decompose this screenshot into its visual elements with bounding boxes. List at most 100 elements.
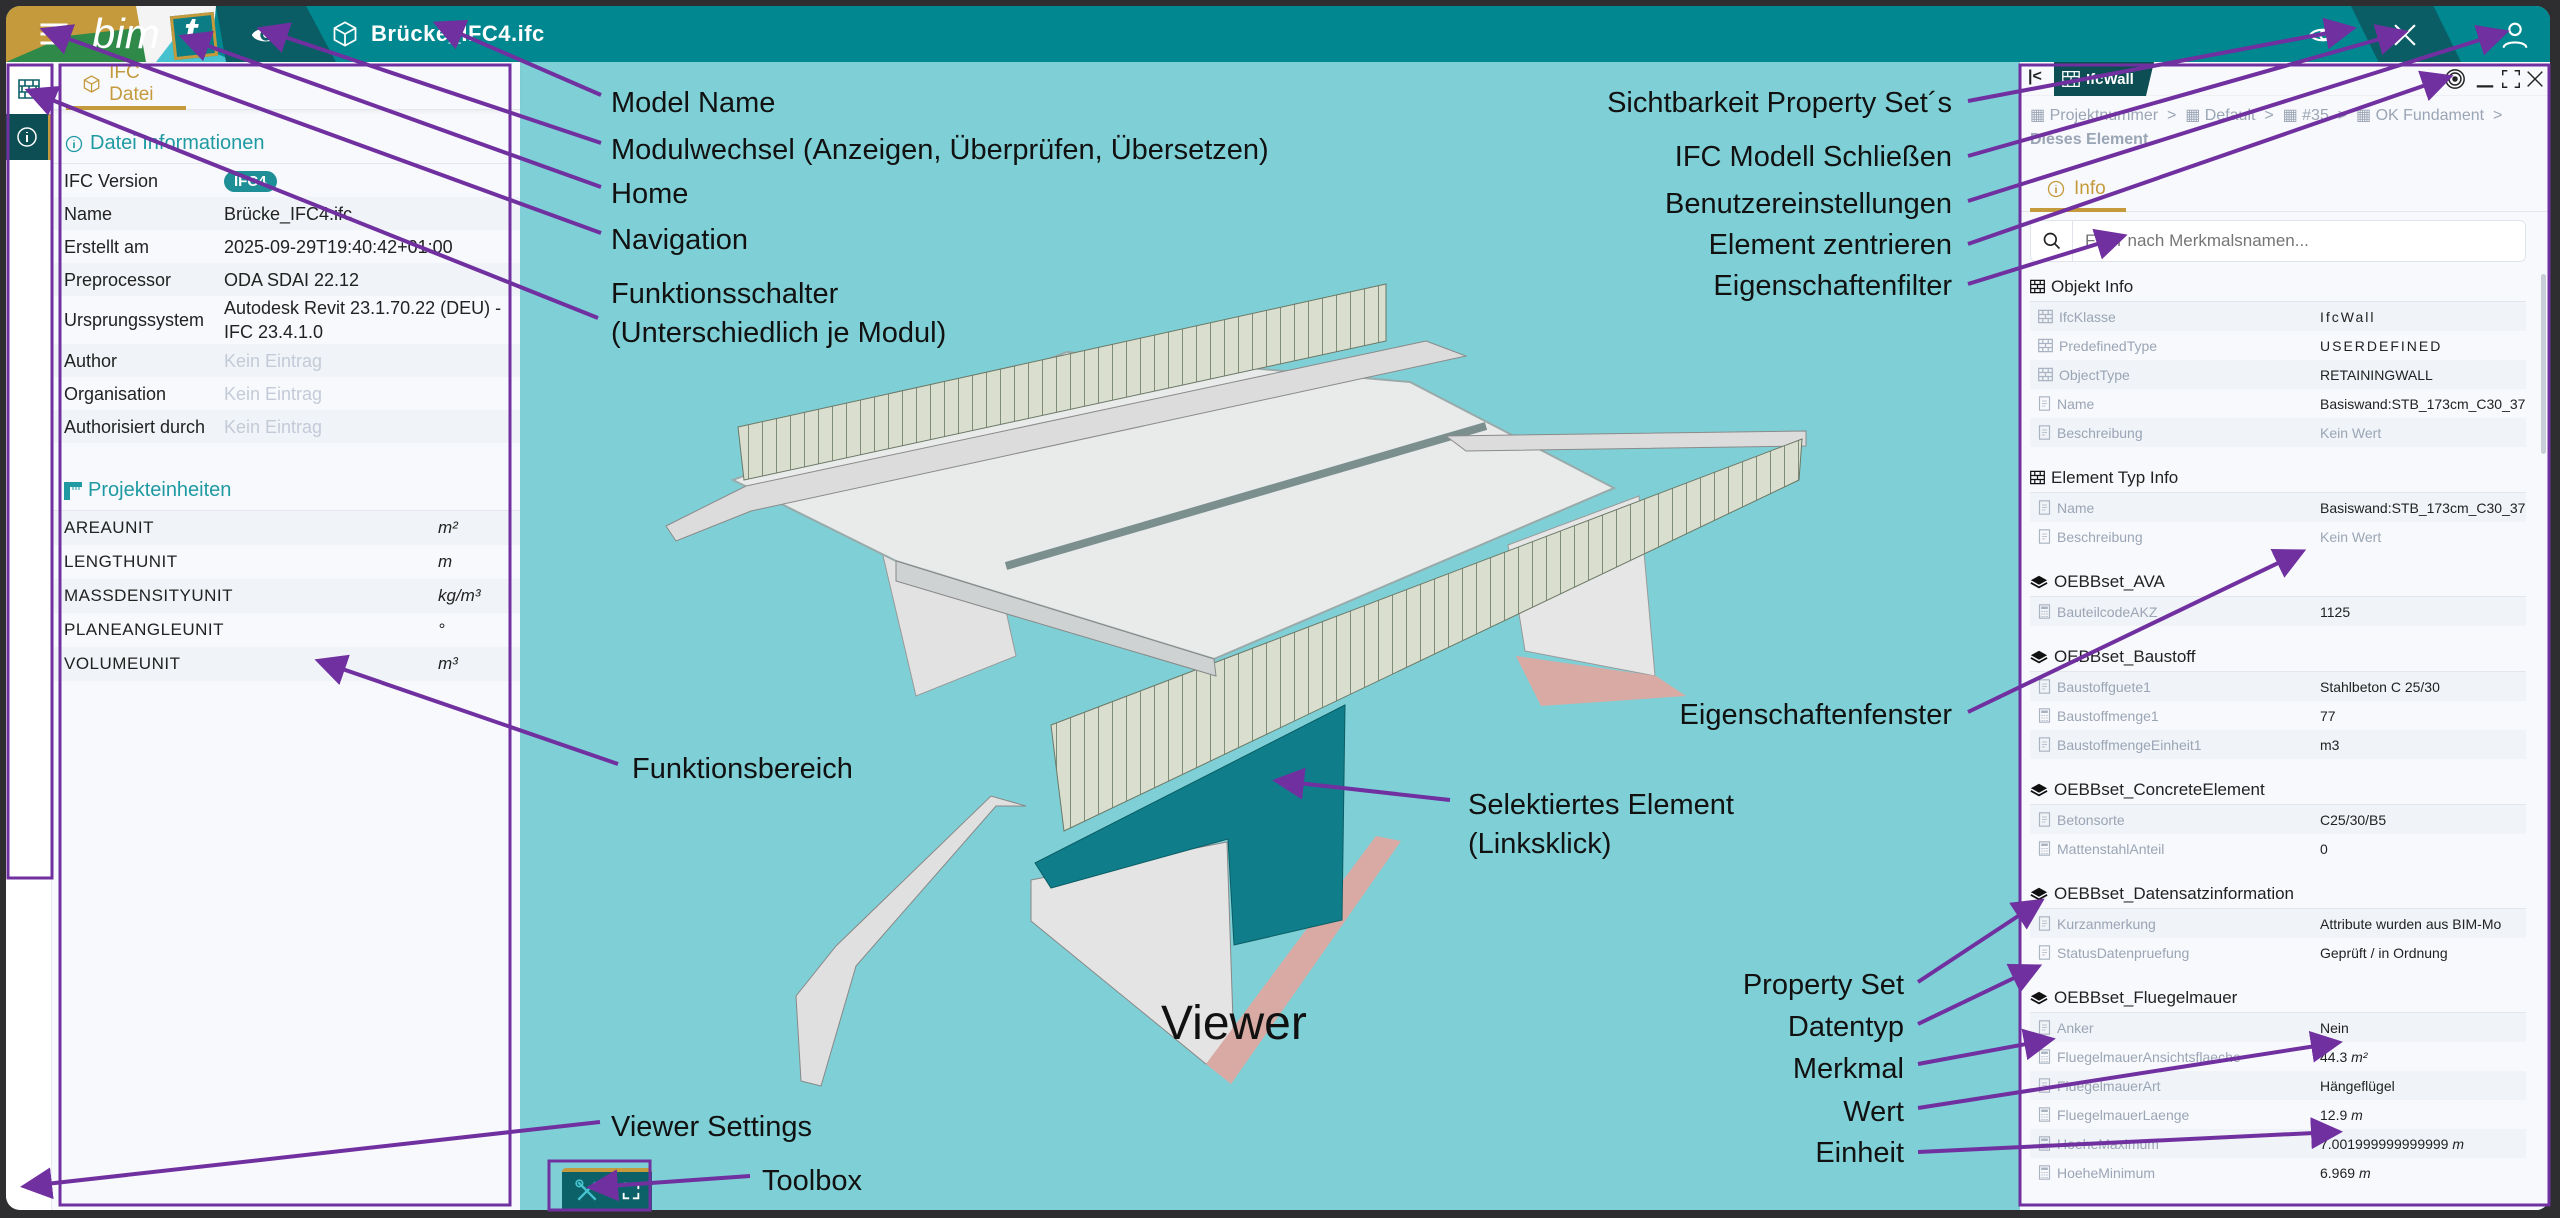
file-info-key: Name — [64, 203, 113, 224]
file-info-row: Organisation Kein Eintrag — [52, 377, 520, 410]
breadcrumb-item[interactable]: ▦ #35 — [2282, 107, 2329, 124]
annotation-home: Home — [611, 178, 689, 210]
property-set-icon — [2030, 649, 2048, 665]
annotation-property-window: Eigenschaftenfenster — [1679, 699, 1952, 731]
property-name: Name — [2057, 395, 2095, 412]
tab-label: IFC Datei — [109, 62, 154, 105]
property-set-header[interactable]: OEBBset_ConcreteElement — [2030, 775, 2526, 805]
property-filter-input[interactable] — [2073, 222, 2525, 260]
property-set-header[interactable]: OEBBset_Baustoff — [2030, 642, 2526, 672]
home-button[interactable]: t — [166, 10, 226, 61]
value-text: 6.969 — [2320, 1164, 2356, 1181]
property-name: HoeheMinimum — [2057, 1164, 2156, 1181]
file-info-value: Kein Eintrag — [224, 415, 508, 439]
property-set-header[interactable]: OEBBset_Datensatzinformation — [2030, 879, 2526, 909]
file-info-key: Organisation — [64, 383, 167, 404]
eye-icon[interactable] — [246, 18, 286, 52]
breadcrumb-current: Dieses Element — [2030, 131, 2149, 148]
property-value: USERDEFINED — [2320, 338, 2526, 354]
close-icon[interactable] — [2524, 68, 2546, 90]
file-info-value: Kein Eintrag — [224, 382, 508, 406]
viewer-3d[interactable] — [520, 62, 2020, 1210]
value-text: 12.9 — [2320, 1106, 2348, 1123]
annotation-data-type: Datentyp — [1787, 1011, 1904, 1043]
tab-ifc-file[interactable]: IFC Datei — [66, 62, 186, 110]
user-icon[interactable] — [2498, 18, 2532, 52]
unit-value: ° — [438, 620, 445, 639]
toolbox[interactable] — [562, 1168, 652, 1210]
property-value: Attribute wurden aus BIM-Mo — [2320, 916, 2526, 932]
file-info-value: Brücke_IFC4.ifc — [224, 202, 508, 226]
property-name: PredefinedType — [2059, 337, 2158, 354]
text-type-icon — [2038, 812, 2051, 827]
wall-icon — [2030, 279, 2045, 294]
property-value: Basiswand:STB_173cm_C30_37 — [2320, 396, 2526, 412]
annotation-center-element: Element zentrieren — [1708, 229, 1952, 261]
property-value: Geprüft / in Ordnung — [2320, 945, 2526, 961]
home-letter: t — [184, 10, 198, 54]
property-name: FluegelmauerArt — [2057, 1077, 2161, 1094]
bridge-model[interactable] — [520, 62, 2020, 1210]
info-switch[interactable] — [6, 114, 52, 160]
text-type-icon — [2038, 396, 2051, 411]
property-window: |< IfcWall ▦ Projektnummer > ▦ Default >… — [2020, 62, 2550, 1210]
pset-visibility-icon[interactable] — [2306, 18, 2340, 52]
unit-row: PLANEANGLEUNIT° — [52, 613, 520, 647]
collapse-icon[interactable]: |< — [2028, 68, 2042, 85]
file-info-value: IFC4 — [224, 168, 508, 194]
scrollbar[interactable] — [2541, 274, 2546, 454]
close-model-icon[interactable] — [2388, 18, 2422, 52]
annotation-close-model: IFC Modell Schließen — [1674, 141, 1952, 173]
unit-row: MASSDENSITYUNIT kg/m³ — [52, 579, 520, 613]
element-tab[interactable]: IfcWall — [2054, 62, 2154, 96]
left-wing-railing — [795, 795, 1027, 1087]
property-value: 12.9 m — [2320, 1107, 2526, 1123]
annotation-unit: Einheit — [1815, 1137, 1904, 1169]
value-text: ODA SDAI 22.12 — [224, 269, 360, 290]
property-set-header[interactable]: OEBBset_AVA — [2030, 567, 2526, 597]
annotation-viewer-settings: Viewer Settings — [611, 1111, 812, 1143]
file-info-value: 2025-09-29T19:40:42+01:00 — [224, 235, 508, 259]
property-set-header[interactable]: Element Typ Info — [2030, 463, 2526, 493]
info-icon — [2047, 180, 2065, 198]
value-text: 2025-09-29T19:40:42+01:00 — [224, 236, 453, 257]
property-set-header[interactable]: Objekt Info — [2030, 272, 2526, 302]
property-row: StatusDatenpruefung Geprüft / in Ordnung — [2030, 938, 2526, 967]
left-noise-barrier — [737, 283, 1387, 481]
ruler-icon — [64, 481, 82, 500]
property-name: StatusDatenpruefung — [2057, 944, 2190, 961]
breadcrumb-item[interactable]: ▦ Projektnummer — [2030, 107, 2159, 124]
property-name: Baustoffguete1 — [2057, 678, 2151, 695]
breadcrumb-item[interactable]: ▦ OK Fundament — [2356, 107, 2485, 124]
property-window-titlebar: |< IfcWall — [2020, 62, 2550, 96]
property-set-icon — [2030, 990, 2048, 1006]
menu-icon[interactable] — [36, 16, 72, 52]
wall-icon — [2038, 338, 2053, 353]
value-text: Kein Eintrag — [224, 350, 323, 371]
chevron-right-icon: > — [2259, 107, 2279, 124]
unit-value: kg/m³ — [438, 586, 481, 605]
right-abutment-base — [1516, 656, 1686, 706]
tab-info[interactable]: Info — [2030, 170, 2126, 212]
breadcrumb-item[interactable]: ▦ Default — [2185, 107, 2256, 124]
value-text: Geprüft / in Ordnung — [2320, 944, 2448, 961]
ifc-file-switch[interactable] — [6, 66, 52, 112]
viewer-label: Viewer — [1161, 997, 1307, 1050]
center-element-icon[interactable] — [2444, 68, 2466, 90]
tools-icon[interactable] — [574, 1178, 600, 1204]
top-bar: bim t Brücke_IFC4.ifc — [6, 6, 2550, 62]
maximize-icon[interactable] — [2500, 68, 2522, 90]
select-icon[interactable] — [620, 1180, 642, 1202]
property-set-header[interactable]: OEBBset_Fluegelmauer — [2030, 983, 2526, 1013]
value-text: 0 — [2320, 840, 2328, 857]
unit-value: m³ — [438, 654, 458, 673]
minimize-icon[interactable] — [2474, 68, 2496, 90]
unit-key: MASSDENSITYUNIT — [64, 586, 234, 605]
